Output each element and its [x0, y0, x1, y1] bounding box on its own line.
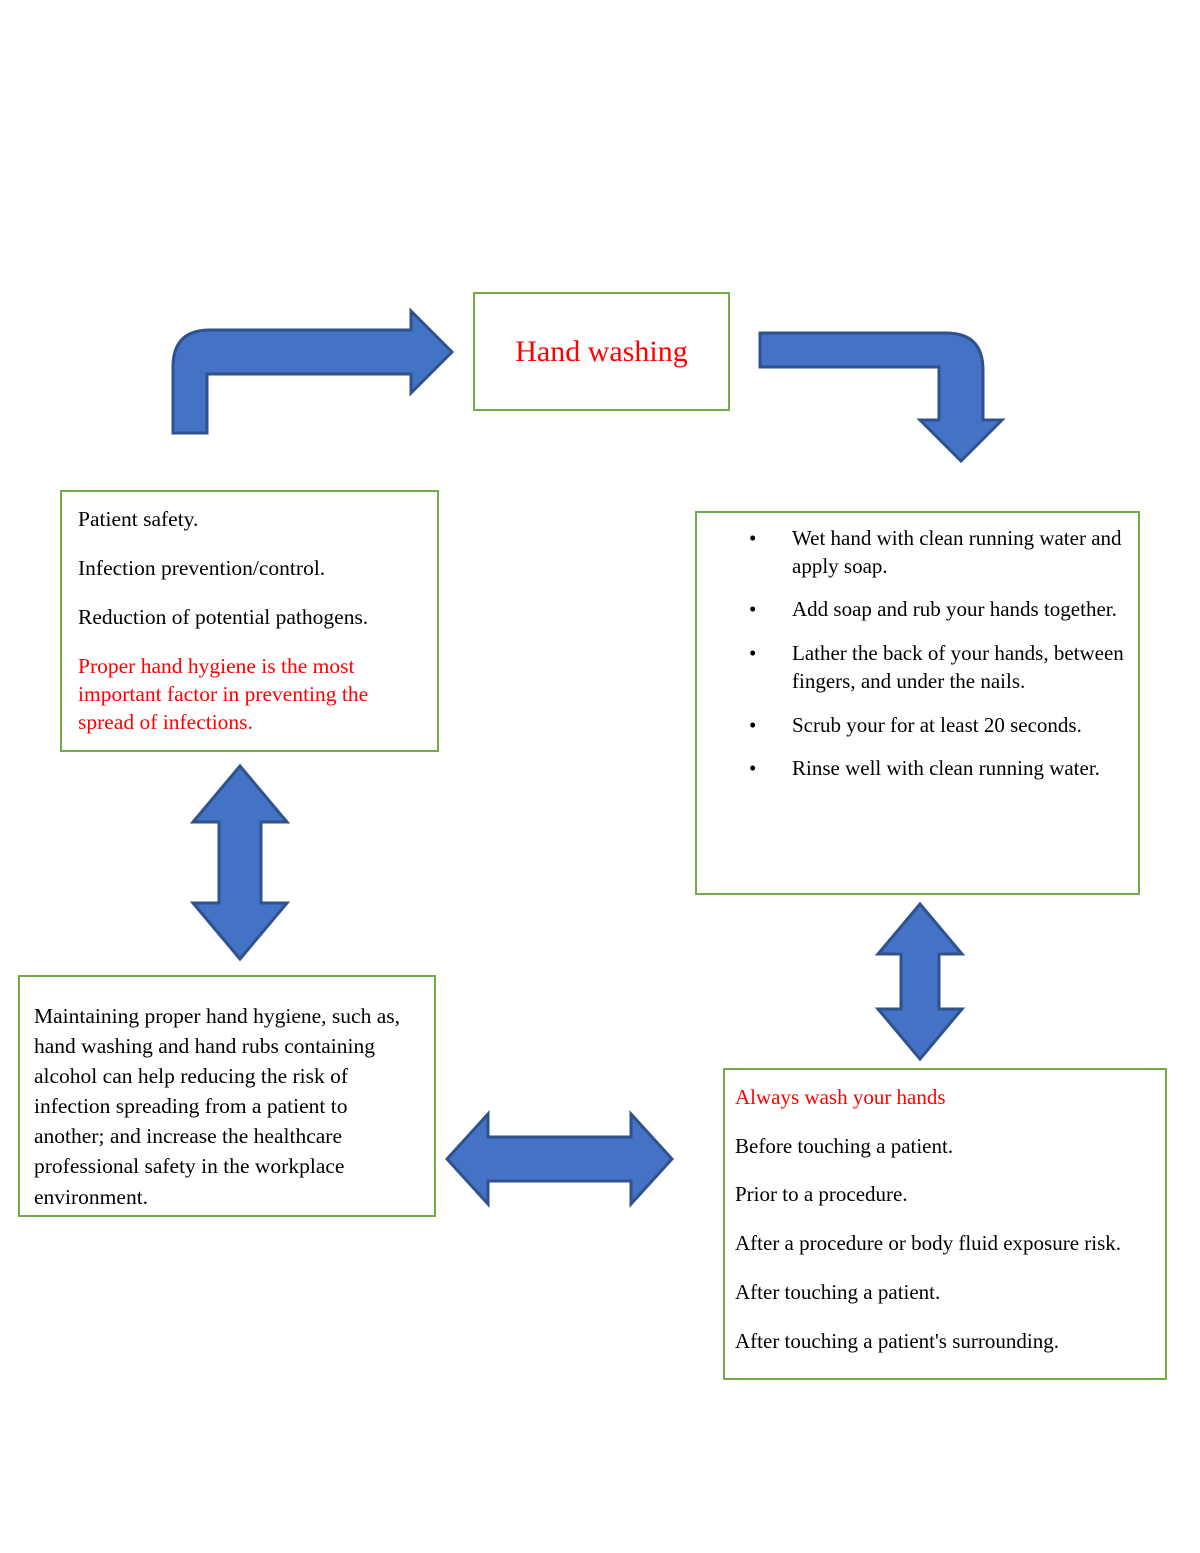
- hand-hygiene-rationale-box: Maintaining proper hand hygiene, such as…: [18, 975, 436, 1217]
- moments-line: Prior to a procedure.: [735, 1182, 908, 1207]
- list-item: • Scrub your for at least 20 seconds.: [707, 712, 1124, 740]
- benefits-line: Patient safety.: [78, 507, 199, 531]
- page-title: Hand washing: [515, 335, 688, 368]
- benefits-line: Infection prevention/control.: [78, 555, 326, 580]
- paragraph-text: Maintaining proper hand hygiene, such as…: [34, 1004, 401, 1209]
- list-item: • Rinse well with clean running water.: [707, 755, 1124, 783]
- list-item: • Wet hand with clean running water and …: [707, 525, 1124, 580]
- moments-line: After touching a patient's surrounding.: [735, 1328, 1059, 1353]
- list-item: • Add soap and rub your hands together.: [707, 596, 1124, 624]
- moments-heading: Always wash your hands: [735, 1085, 946, 1109]
- benefits-line: Reduction of potential pathogens.: [78, 604, 369, 629]
- moments-line: After touching a patient.: [735, 1279, 941, 1304]
- list-item-label: Rinse well with clean running water.: [792, 756, 1100, 781]
- moments-line: After a procedure or body fluid exposure…: [735, 1231, 1122, 1256]
- moments-line: Before touching a patient.: [735, 1133, 954, 1158]
- title-box: Hand washing: [473, 292, 730, 411]
- bullet-icon: •: [749, 712, 757, 737]
- list-item: • Lather the back of your hands, between…: [707, 640, 1124, 695]
- bullet-icon: •: [749, 597, 757, 622]
- arrow-double-horizontal-maintain-moments: [444, 1110, 675, 1208]
- handwashing-steps-box: • Wet hand with clean running water and …: [695, 511, 1140, 895]
- benefits-highlight-line: Proper hand hygiene is the most importan…: [78, 653, 369, 734]
- arrow-double-vertical-steps-moments: [874, 901, 966, 1062]
- list-item-label: Lather the back of your hands, between f…: [792, 641, 1124, 693]
- arrow-bent-up-right-to-title: [171, 307, 455, 435]
- benefits-box: Patient safety. Infection prevention/con…: [60, 490, 439, 752]
- arrow-bent-right-down-to-steps: [758, 331, 1006, 464]
- wash-moments-box: Always wash your hands Before touching a…: [723, 1068, 1167, 1380]
- steps-list: • Wet hand with clean running water and …: [707, 525, 1124, 783]
- arrow-double-vertical-benefits-maintain: [189, 763, 291, 962]
- bullet-icon: •: [749, 756, 757, 781]
- list-item-label: Add soap and rub your hands together.: [792, 597, 1117, 622]
- list-item-label: Scrub your for at least 20 seconds.: [792, 712, 1082, 737]
- list-item-label: Wet hand with clean running water and ap…: [792, 526, 1122, 578]
- bullet-icon: •: [749, 641, 757, 666]
- bullet-icon: •: [749, 526, 757, 550]
